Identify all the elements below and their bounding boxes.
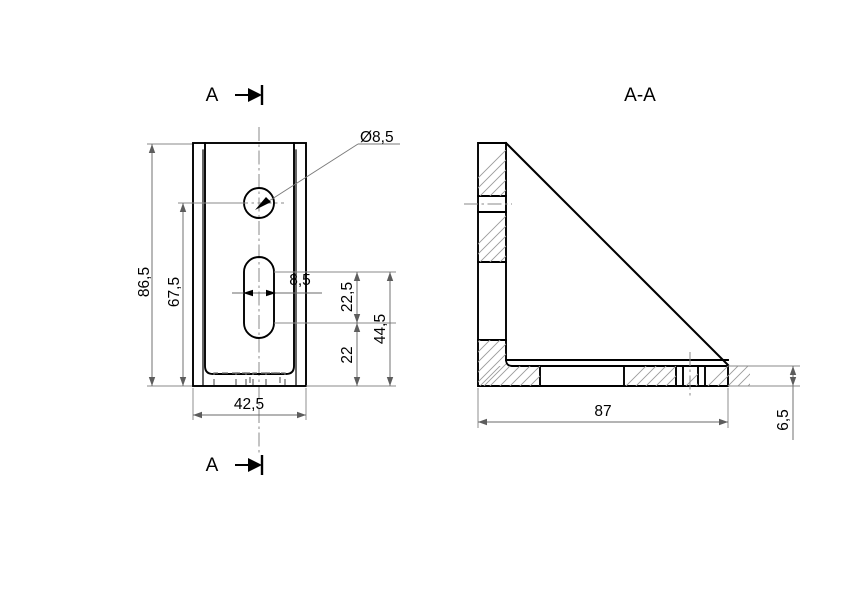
dim-86-5-arrow-top-icon: [148, 144, 156, 153]
section-profile-outline: [477, 142, 729, 387]
front-view: A A: [136, 85, 400, 476]
dim-67-5-arrow-top-icon: [179, 203, 187, 212]
section-marker-top-arrow-icon: [248, 88, 262, 102]
hidden-slot-left: [213, 372, 247, 385]
hidden-slot-right: [252, 372, 286, 385]
dim-overall-width: 42,5: [192, 388, 307, 420]
section-hatch-vleg-lower: [478, 340, 506, 386]
dim-87-arrow-left-icon: [478, 418, 487, 426]
section-hypotenuse: [504, 141, 730, 367]
front-view-outline: [192, 142, 307, 387]
dim-6-5-arrow-top-icon: [789, 366, 797, 375]
dim-8-5-arrow-right-icon: [266, 289, 276, 297]
dim-section-length: 87: [477, 388, 729, 428]
dim-22-arrow-bottom-icon: [353, 377, 361, 386]
section-marker-bottom: A: [206, 455, 264, 476]
hidden-slot-left-inner: [235, 372, 251, 385]
dim-8-5-arrow-left-icon: [243, 289, 253, 297]
section-inner-fillet: [505, 359, 729, 367]
dim-section-thickness: 6,5: [728, 365, 800, 440]
dim-42-5-text: 42,5: [234, 396, 264, 413]
dim-height-to-hole: 67,5: [166, 202, 236, 387]
dim-44-5-text: 44,5: [372, 314, 389, 344]
dim-87-arrow-right-icon: [719, 418, 728, 426]
section-hatch-vleg-upper: [478, 150, 506, 196]
dim-22-5-arrow-bottom-icon: [353, 314, 361, 323]
section-marker-bottom-letter: A: [206, 455, 219, 476]
section-view: A-A: [464, 85, 800, 440]
section-view-title: A-A: [624, 85, 656, 106]
hole-callout-leader: [257, 143, 359, 209]
dim-6-5-text: 6,5: [775, 409, 792, 431]
dim-22-text: 22: [339, 346, 356, 363]
dim-8-5-text: 8,5: [289, 272, 311, 289]
hole-diameter-text: Ø8,5: [360, 129, 394, 146]
dim-87-text: 87: [594, 403, 611, 420]
dim-slot-lower: 22: [339, 323, 361, 386]
section-marker-top: A: [206, 85, 264, 106]
front-view-inner-pocket: [204, 142, 295, 375]
dim-22-5-arrow-top-icon: [353, 272, 361, 281]
front-view-hidden-slots: [213, 372, 286, 385]
section-hatch-flange-c: [685, 373, 698, 386]
section-hatch-flange-d: [707, 366, 750, 386]
dim-slot-upper: 22,5: [339, 272, 361, 323]
section-hatch-vleg-mid: [478, 215, 506, 262]
dim-42-5-arrow-right-icon: [297, 411, 306, 419]
dim-86-5-arrow-bottom-icon: [148, 377, 156, 386]
dim-42-5-arrow-left-icon: [193, 411, 202, 419]
dim-67-5-arrow-bottom-icon: [179, 377, 187, 386]
section-marker-bottom-arrow-icon: [248, 458, 262, 472]
dim-slot-width: 8,5: [232, 272, 322, 297]
section-hatch-flange-a: [479, 366, 540, 386]
hole-callout-arrow-icon: [255, 197, 271, 210]
dim-6-5-arrow-bottom-icon: [789, 377, 797, 386]
dim-slot-total: 44,5: [372, 272, 394, 386]
dim-67-5-text: 67,5: [166, 277, 183, 307]
dim-44-5-arrow-top-icon: [386, 272, 394, 281]
hole-diameter-callout: Ø8,5: [255, 129, 400, 210]
dim-22-arrow-top-icon: [353, 323, 361, 332]
hidden-slot-right-inner: [265, 372, 281, 385]
dim-86-5-text: 86,5: [136, 267, 153, 297]
dim-44-5-arrow-bottom-icon: [386, 377, 394, 386]
section-marker-top-letter: A: [206, 85, 219, 106]
section-hatch-flange-b: [625, 366, 676, 386]
dim-overall-height: 86,5: [136, 143, 192, 387]
dim-22-5-text: 22,5: [339, 282, 356, 312]
